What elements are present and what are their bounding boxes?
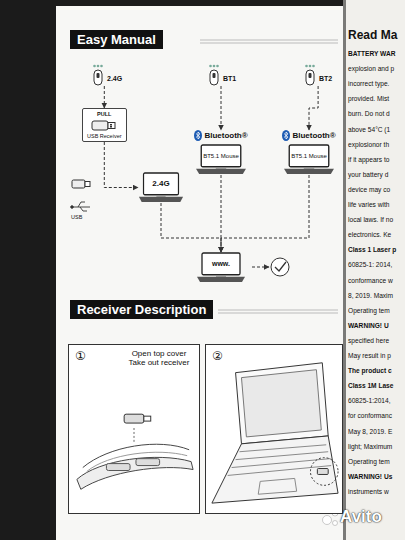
page-text: provided. Mist: [348, 95, 389, 102]
page-text: May 8, 2019. E: [348, 428, 392, 435]
page-text: WARNING! U: [348, 322, 389, 329]
header-rule: [218, 310, 338, 311]
page-text: device may co: [348, 186, 390, 193]
flow-connector: [221, 86, 222, 130]
flow-connector: [104, 142, 138, 188]
text-label: USB: [71, 214, 82, 220]
page-text: Class 1M Lase: [348, 382, 393, 389]
page-text: local laws. If no: [348, 216, 393, 223]
mode-switch-icon: [304, 64, 316, 86]
page-text: conformance w: [348, 277, 393, 284]
page-text: life varies with: [348, 201, 389, 208]
mode-switch-icon: [208, 64, 220, 86]
page-text: specified here: [348, 337, 389, 344]
mouse-illustration: [69, 345, 199, 513]
usb-node: PULL USB Receiver: [82, 108, 127, 142]
left-page: [56, 6, 343, 540]
step-number: ②: [212, 349, 223, 363]
mode-label: 2.4G: [107, 75, 122, 82]
panel-node: ① Open top cover Take out receiver: [68, 344, 200, 514]
page-text: explosion and p: [348, 65, 394, 72]
page-text: Operating tem: [348, 458, 390, 465]
laptop-screen: BT5.1 Mouse: [283, 144, 335, 175]
mode-switch-icon: [92, 64, 104, 86]
page-text: 60825-1: 2014,: [348, 261, 392, 268]
page-text: instruments w: [348, 488, 389, 495]
page-text: above 54°C (1: [348, 126, 390, 133]
page-text: The product c: [348, 367, 392, 374]
page-text: if it appears to: [348, 156, 389, 163]
mode-label: BT1: [223, 75, 236, 82]
part-label: USB Receiver: [87, 133, 122, 139]
page-text: BATTERY WAR: [348, 50, 396, 57]
laptop-outline: [195, 144, 247, 175]
page-text: Class 1 Laser p: [348, 246, 396, 253]
flow-connector: [221, 175, 309, 252]
laptop-outline: [196, 252, 246, 283]
page-text: May result in p: [348, 352, 391, 359]
right-page: [346, 0, 405, 540]
flow-connector: [161, 203, 221, 252]
laptop-node: www.: [196, 252, 246, 283]
title-text: Easy Manual: [77, 32, 156, 47]
section-heading: Receiver Description: [77, 302, 206, 317]
bt-node: Bluetooth® BT5.1 Mouse: [280, 130, 338, 175]
receiver-icon: [72, 180, 90, 188]
screen-text: BT5.1 Mouse: [203, 153, 239, 159]
page-text: electronics. Ke: [348, 231, 391, 238]
page-heading: Read Ma: [348, 28, 397, 42]
watermark: Avito: [340, 507, 382, 527]
band-node: Receiver Description: [70, 300, 213, 319]
mode-node: BT1: [208, 64, 236, 86]
page-text: incorrect type.: [348, 80, 389, 87]
flow-connector: [104, 86, 105, 108]
page-text: 8, 2019. Maxim: [348, 292, 393, 299]
page-text: for conformanc: [348, 412, 392, 419]
arrow-to-check: [252, 267, 269, 268]
title-band: Easy Manual: [70, 30, 163, 49]
screen-text: BT5.1 Mouse: [291, 153, 327, 159]
flow-connector: [221, 175, 222, 252]
usb-symbol: [71, 202, 90, 211]
page-text: explosionor th: [348, 141, 389, 148]
flow-connector: [309, 86, 318, 130]
panel-header: ②: [206, 345, 342, 367]
step-number: ①: [75, 349, 86, 363]
page-text: WARNING! Us: [348, 473, 392, 480]
gutter: [343, 0, 346, 540]
laptop-outline: [283, 144, 335, 175]
laptop-illustration: [206, 345, 342, 513]
step-text: Open top cover Take out receiver: [125, 349, 193, 367]
screen-text: 2.4G: [152, 179, 169, 188]
bluetooth-text: Bluetooth®: [292, 131, 335, 140]
bluetooth-heading: Bluetooth®: [282, 130, 335, 141]
header-rule: [218, 313, 338, 314]
page-text: light; Maximum: [348, 443, 392, 450]
bluetooth-logo: [282, 130, 290, 141]
page-text: your battery d: [348, 171, 388, 178]
panel-header: ① Open top cover Take out receiver: [69, 345, 199, 371]
mode-node: BT2: [304, 64, 332, 86]
page-text: Operating tem: [348, 307, 390, 314]
pull-label: PULL: [97, 111, 111, 117]
page-text: burn. Do not d: [348, 110, 390, 117]
bluetooth-text: Bluetooth®: [204, 131, 247, 140]
mode-node: 2.4G: [92, 64, 122, 86]
bt-node: Bluetooth® BT5.1 Mouse: [192, 130, 250, 175]
screen-text: www.: [212, 260, 230, 267]
header-rule: [200, 43, 338, 44]
check-circle: [271, 258, 289, 276]
laptop-screen: BT5.1 Mouse: [195, 144, 247, 175]
usb-receiver-art: [91, 118, 117, 132]
mode-label: BT2: [319, 75, 332, 82]
laptop-node: 2.4G: [138, 172, 184, 203]
bluetooth-heading: Bluetooth®: [194, 130, 247, 141]
bluetooth-logo: [194, 130, 202, 141]
page-text: 60825-1:2014,: [348, 397, 391, 404]
panel-node: ②: [205, 344, 343, 514]
header-rule: [200, 40, 338, 41]
